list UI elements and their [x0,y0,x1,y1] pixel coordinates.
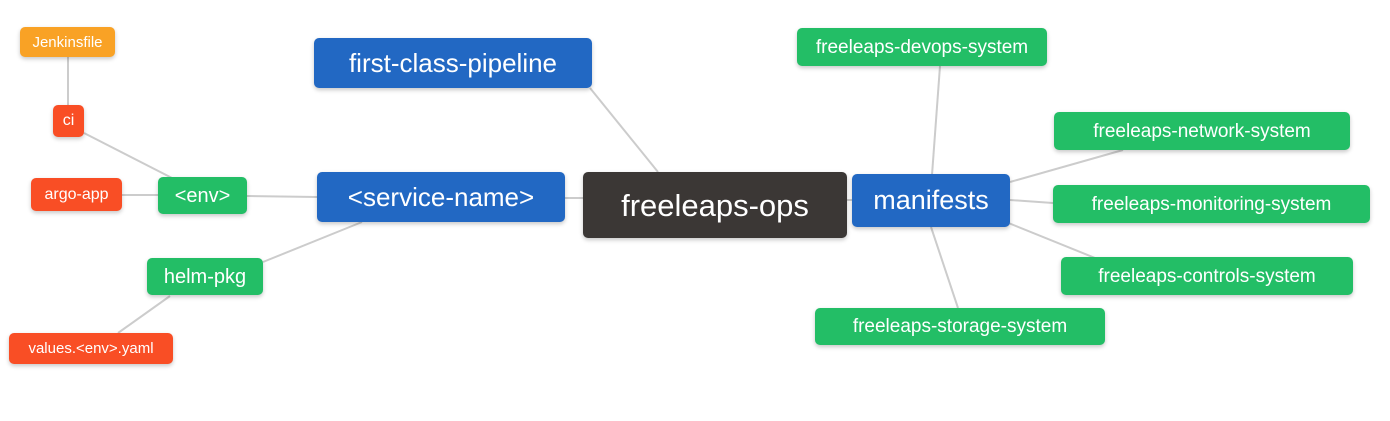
node-ci[interactable]: ci [53,105,84,137]
edge-service-name-env [246,195,318,198]
node-jenkinsfile[interactable]: Jenkinsfile [20,27,115,57]
node-root-freeleaps-ops[interactable]: freeleaps-ops [583,172,847,238]
node-first-class-pipeline[interactable]: first-class-pipeline [314,38,592,88]
node-freeleaps-network-system[interactable]: freeleaps-network-system [1054,112,1350,150]
node-freeleaps-devops-system[interactable]: freeleaps-devops-system [797,28,1047,66]
node-manifests[interactable]: manifests [852,174,1010,227]
edge-manifests-storage-system [930,226,959,309]
node-freeleaps-controls-system[interactable]: freeleaps-controls-system [1061,257,1353,295]
edge-manifests-controls-system [1005,221,1101,261]
node-freeleaps-monitoring-system[interactable]: freeleaps-monitoring-system [1053,185,1370,223]
node-helm-pkg[interactable]: helm-pkg [147,258,263,295]
edge-helm-pkg-values-yaml [117,295,171,334]
edge-manifests-devops-system [931,65,941,176]
edge-service-name-helm-pkg [262,221,363,263]
edge-env-ci [83,132,173,179]
edge-manifests-monitoring-system [1009,199,1054,204]
edge-manifests-network-system [1009,149,1124,183]
node-service-name[interactable]: <service-name> [317,172,565,222]
edge-root-first-class-pipeline [589,87,659,173]
node-freeleaps-storage-system[interactable]: freeleaps-storage-system [815,308,1105,345]
node-argo-app[interactable]: argo-app [31,178,122,211]
node-values-env-yaml[interactable]: values.<env>.yaml [9,333,173,364]
node-env[interactable]: <env> [158,177,247,214]
